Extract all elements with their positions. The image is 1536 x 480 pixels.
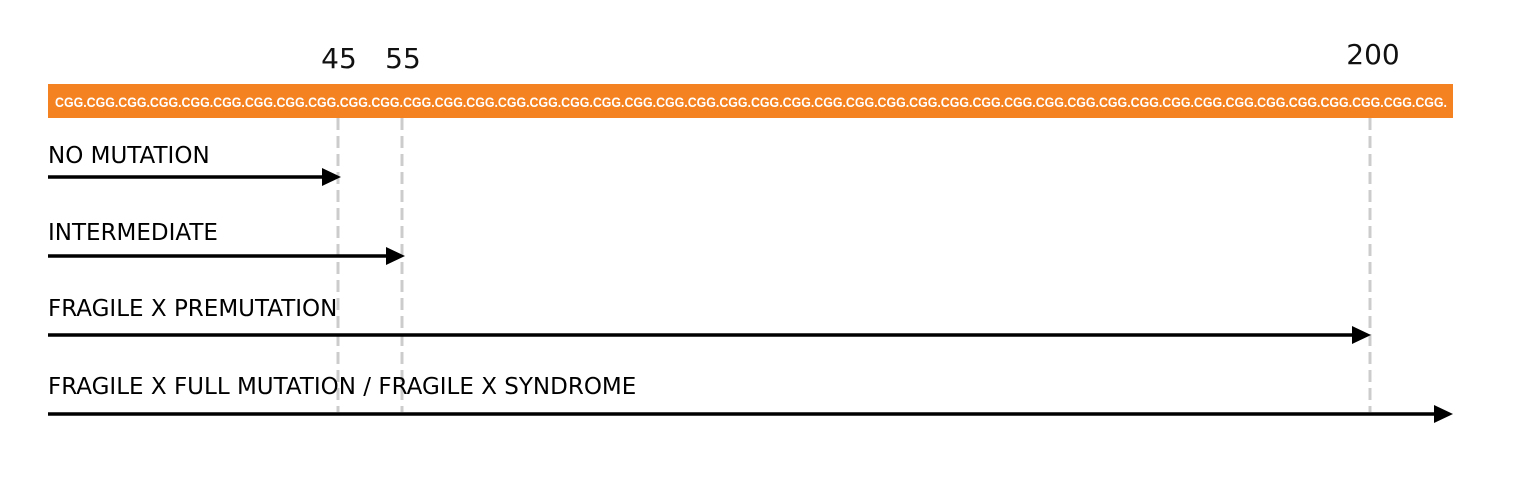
category-label-no-mutation: NO MUTATION: [48, 143, 210, 169]
cgg-repeat-sequence: CGG.CGG.CGG.CGG.CGG.CGG.CGG.CGG.CGG.CGG.…: [55, 95, 1447, 110]
cgg-repeat-band: [48, 84, 1453, 118]
tick-label-200: 200: [1346, 38, 1399, 71]
arrowhead-full-mutation: [1434, 405, 1453, 423]
category-label-premutation: FRAGILE X PREMUTATION: [48, 296, 337, 322]
tick-label-45: 45: [321, 42, 357, 75]
category-label-intermediate: INTERMEDIATE: [48, 220, 218, 246]
arrowhead-intermediate: [386, 247, 405, 265]
category-label-full-mutation: FRAGILE X FULL MUTATION / FRAGILE X SYND…: [48, 374, 636, 400]
tick-label-55: 55: [385, 42, 421, 75]
arrowhead-premutation: [1352, 326, 1371, 344]
arrowhead-no-mutation: [322, 168, 341, 186]
